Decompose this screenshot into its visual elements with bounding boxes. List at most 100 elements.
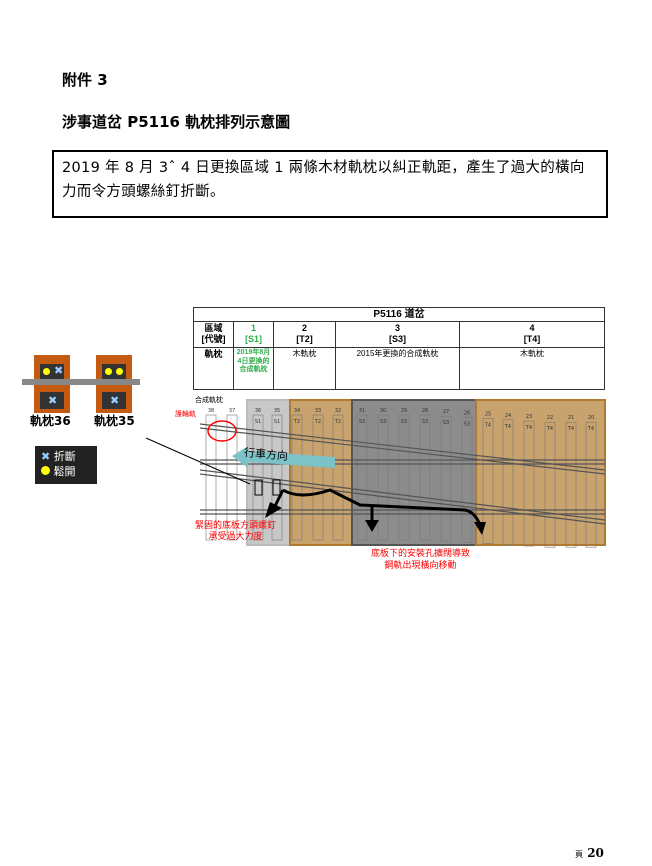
- loose-dot-icon: [43, 368, 50, 375]
- sleeper-code: S3: [380, 419, 386, 425]
- sleeper-code: S3: [422, 419, 428, 425]
- sleeper-body: [585, 421, 597, 548]
- sleeper-code: S1: [274, 419, 280, 425]
- sleeper-number: 23: [526, 414, 532, 420]
- loose-dot-icon: [41, 466, 50, 475]
- sleeper-body: [291, 414, 303, 541]
- sleeper-number: 25: [485, 412, 491, 418]
- baseplate-box: [254, 479, 263, 496]
- baseplate-box: [272, 479, 281, 496]
- sleeper-code: T4: [567, 426, 574, 432]
- sleeper-number: 22: [547, 415, 553, 421]
- sleeper-body: [419, 414, 431, 541]
- guard-rail-label: 護輪軌: [175, 410, 196, 418]
- sleeper-code: T2: [314, 419, 321, 425]
- sleeper-number: 32: [335, 408, 341, 414]
- sleeper-body: [356, 414, 368, 541]
- sleeper-number: 30: [380, 408, 386, 414]
- zone-3: 3[S3]: [335, 321, 460, 348]
- sleeper-number: 26: [464, 410, 470, 416]
- legend: ✖ 折斷 鬆開: [35, 446, 97, 484]
- sleeper-number: 20: [588, 415, 594, 421]
- sleeper-body: [502, 419, 514, 546]
- arrow-head: [365, 520, 379, 532]
- sleeper-38: 38: [205, 408, 217, 541]
- sleeper-code: S3: [464, 421, 470, 427]
- zone-table: P5116 道岔 區域 [代號] 1[S1] 2[T2] 3[S3] 4[T4]…: [193, 307, 605, 390]
- loose-dot-icon: [116, 368, 123, 375]
- sleeper-number: 35: [274, 408, 280, 414]
- page-number-value: 20: [587, 846, 604, 860]
- sleeper-number: 38: [208, 408, 214, 414]
- sleeper-body: [205, 414, 217, 541]
- sleeper-code: T2: [293, 419, 300, 425]
- sleeper-number: 33: [315, 408, 321, 414]
- figure-title: 涉事道岔 P5116 軌枕排列示意圖: [62, 113, 291, 131]
- zone-3-sleeper: 2015年更換的合成軌枕: [335, 347, 460, 390]
- page-number: 頁 20: [575, 846, 604, 862]
- rail: [22, 379, 140, 385]
- sleeper-35-label: 軌枕35: [94, 414, 135, 428]
- highlight-circle: [207, 420, 237, 442]
- sleeper-36-label: 軌枕36: [30, 414, 71, 428]
- loose-dot-icon: [105, 368, 112, 375]
- sleeper-body: [332, 414, 344, 541]
- sleeper-body: [565, 421, 577, 548]
- sleeper-body: [271, 414, 283, 541]
- zone-1-sleeper: 2019年8月4日更換的合成軌枕: [233, 347, 274, 390]
- sleeper-code: T4: [546, 426, 553, 432]
- zone-area-1: [246, 399, 291, 546]
- sleeper-code: S3: [401, 419, 407, 425]
- broken-x-icon: ✖: [54, 364, 64, 377]
- broken-x-icon: ✖: [41, 450, 51, 463]
- composite-label: 合成軌枕: [195, 396, 223, 404]
- sleeper-body: [440, 415, 452, 542]
- sleeper-body: [523, 420, 535, 547]
- sleeper-number: 24: [505, 413, 511, 419]
- sleeper-code: T2: [334, 419, 341, 425]
- pointer-line: [145, 437, 251, 485]
- sleeper-number: 21: [568, 415, 574, 421]
- sleeper-body: [544, 421, 556, 548]
- legend-broken: 折斷: [53, 450, 76, 463]
- zone-area-4: [475, 399, 606, 546]
- broken-x-icon: ✖: [48, 394, 58, 407]
- broken-x-icon: ✖: [110, 394, 120, 407]
- annotation-left: 緊固的底板方頭螺釘承受過大力度: [194, 521, 276, 542]
- arrow-head: [265, 502, 282, 518]
- sleeper-label: 軌枕: [193, 347, 234, 390]
- zone-1: 1[S1]: [233, 321, 274, 348]
- sleeper-body: [398, 414, 410, 541]
- direction-arrow: [232, 446, 335, 468]
- sleeper-number: 37: [229, 408, 235, 414]
- sleeper-number: 29: [401, 408, 407, 414]
- sleeper-body: [377, 414, 389, 541]
- sleeper-code: S3: [359, 419, 365, 425]
- sleeper-number: 36: [255, 408, 261, 414]
- sleeper-number: 27: [443, 409, 449, 415]
- sleeper-code: T4: [504, 424, 511, 430]
- sleeper-code: T4: [484, 423, 491, 429]
- sleeper-code: S3: [443, 420, 449, 426]
- sleeper-number: 31: [359, 408, 365, 414]
- sleeper-body: [482, 418, 494, 544]
- sleeper-body: [461, 417, 473, 543]
- page-label: 頁: [575, 850, 583, 859]
- force-path: [282, 488, 482, 526]
